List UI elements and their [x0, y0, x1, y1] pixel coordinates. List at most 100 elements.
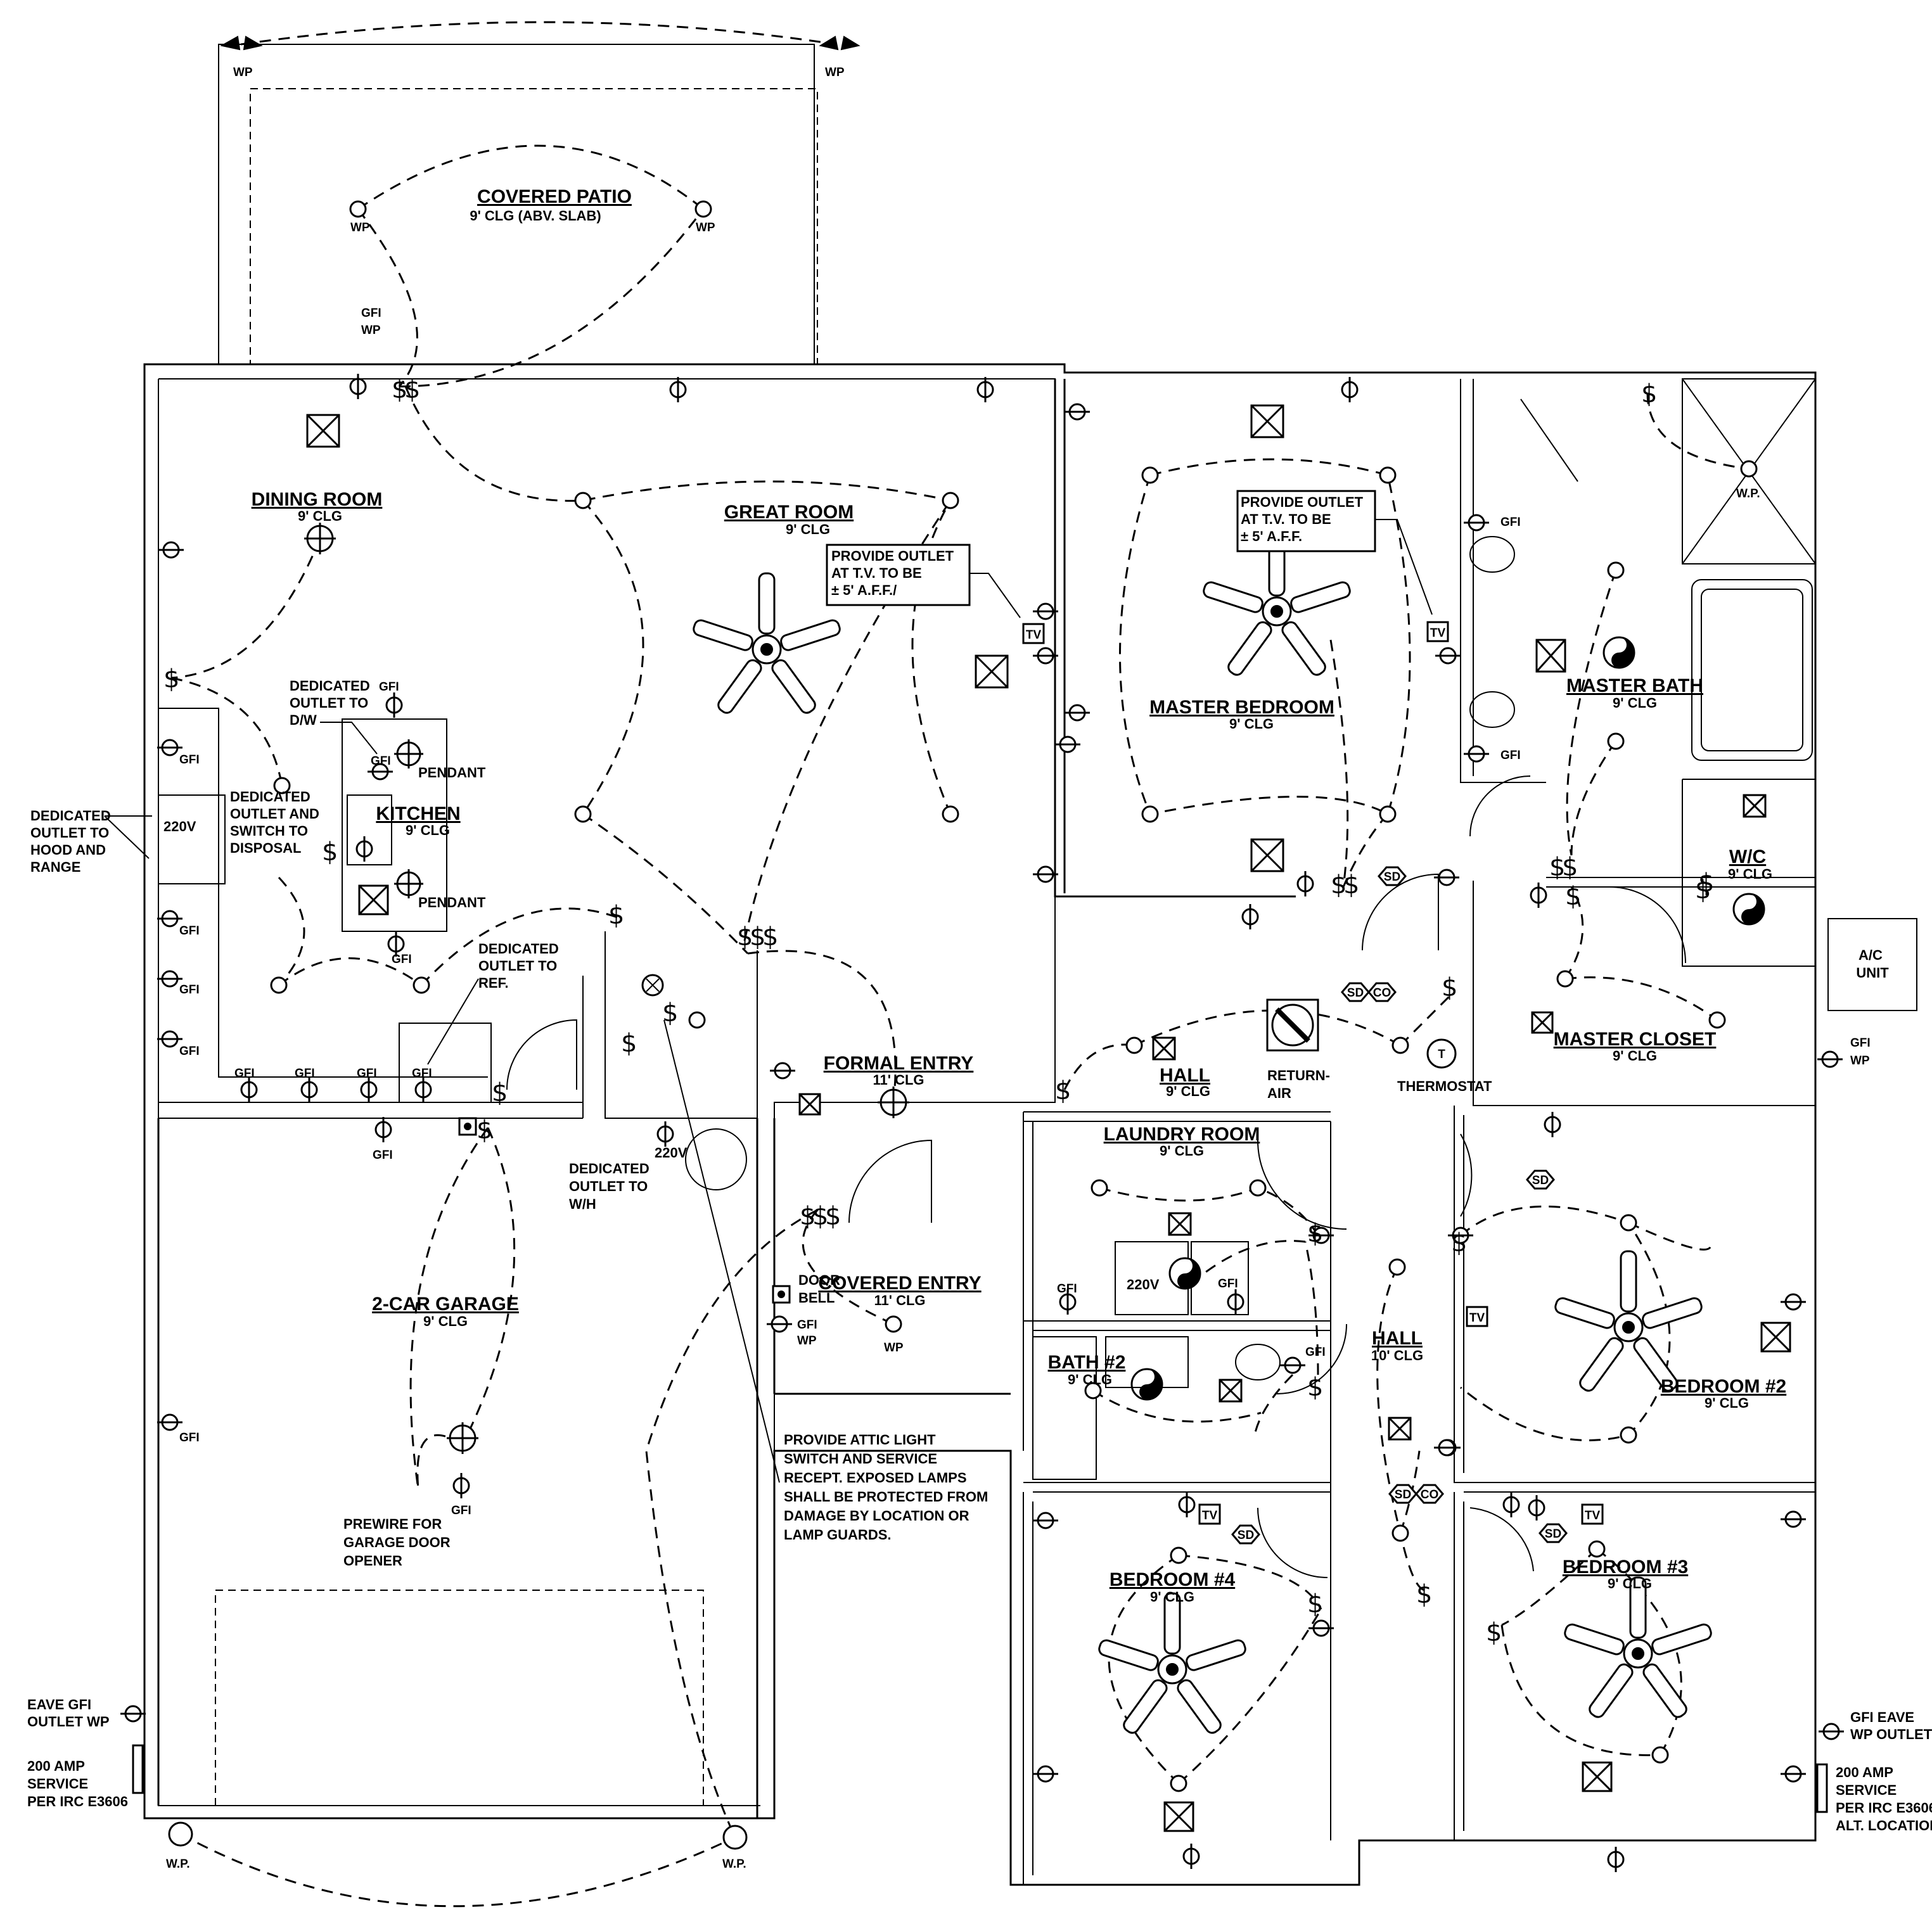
- room-name: HALL: [1372, 1328, 1423, 1349]
- receptacle-icon: [157, 1413, 182, 1431]
- switch-icon: $: [492, 1078, 508, 1107]
- room-clg: 9' CLG (ABV. SLAB): [470, 208, 601, 224]
- exhaust-fan-icon: [1250, 404, 1284, 438]
- switch-icon: $: [1307, 1219, 1323, 1248]
- circuit-great: [404, 386, 952, 955]
- receptacle-icon: [767, 1315, 792, 1333]
- note-dw: DEDICATED OUTLET TO D/W: [290, 678, 374, 728]
- receptacle-icon: [1781, 1510, 1806, 1528]
- wp-dot-tag: W.P.: [166, 1858, 190, 1871]
- switch-icon: $: [608, 901, 624, 930]
- switch-icon: $: [750, 922, 765, 952]
- note-hood: DEDICATED OUTLET TO HOOD AND RANGE: [30, 808, 115, 875]
- wp-dot-tag: W.P.: [722, 1858, 746, 1871]
- floodlight-icon: [819, 35, 860, 51]
- receptacle-icon: [1296, 871, 1314, 896]
- receptacle-icon: [1448, 1227, 1473, 1244]
- svg-text:SD: SD: [1384, 870, 1400, 884]
- light-icon: [574, 805, 592, 823]
- receptacle-icon: [158, 541, 184, 559]
- receptacle-icon: [1059, 1289, 1077, 1315]
- label-220v: 220V: [163, 819, 196, 834]
- note-attic: PROVIDE ATTIC LIGHT SWITCH AND SERVICE R…: [784, 1432, 992, 1543]
- fan-light-icon: [1603, 636, 1635, 669]
- exhaust-fan-icon: [1163, 1801, 1194, 1832]
- light-icon: [273, 777, 291, 794]
- exhaust-fan-icon: [1168, 1212, 1192, 1236]
- tub: [1691, 579, 1813, 761]
- ceiling-fan-icon: [693, 572, 841, 714]
- label-220v: 220V: [1127, 1277, 1160, 1292]
- note-eave-left: EAVE GFI OUTLET WP: [27, 1697, 110, 1730]
- receptacle-icon: [770, 1062, 795, 1080]
- fan-light-icon: [1168, 1257, 1201, 1290]
- ceiling-lights: [270, 200, 1726, 1792]
- gfi-tag: GFI: [373, 1149, 393, 1162]
- room-name: BEDROOM #3: [1563, 1557, 1688, 1578]
- service-panel-left: [132, 1744, 144, 1794]
- light-icon: [1091, 1179, 1108, 1197]
- switch-icon: $: [1442, 973, 1457, 1002]
- svg-text:SD: SD: [1545, 1527, 1561, 1541]
- receptacle-icon: [1530, 883, 1547, 908]
- receptacle-icon: [1227, 1289, 1244, 1315]
- exhaust-fan-icon: [1582, 1761, 1613, 1792]
- switch-icon: $: [404, 375, 420, 404]
- receptacle-icon: [387, 931, 405, 957]
- great-master-wall: [1054, 379, 1296, 898]
- exhaust-fan-icon: [306, 414, 340, 448]
- light-icon: [1141, 466, 1159, 484]
- svg-text:TV: TV: [1430, 627, 1446, 640]
- light-icon: [1379, 805, 1397, 823]
- fan-light-icon: [1130, 1368, 1163, 1401]
- receptacle-icon: [120, 1705, 146, 1723]
- light-icon: [942, 805, 959, 823]
- receptacle-icon: [1033, 602, 1058, 620]
- smoke-detector-icon: SD: [1378, 866, 1407, 886]
- surface-fixtures: [168, 460, 1758, 1850]
- receptacle-icon: [669, 377, 687, 402]
- note-tv-master: PROVIDE OUTLET AT T.V. TO BE ± 5' A.F.F.: [1241, 494, 1367, 544]
- receptacle-icon: [360, 1077, 378, 1102]
- receptacle-icon: [1055, 736, 1080, 753]
- switch-icon: $: [1055, 1076, 1071, 1106]
- room-clg: 9' CLG: [1728, 866, 1772, 882]
- wp-tag: WP: [797, 1334, 817, 1348]
- receptacle-icon: [1065, 704, 1090, 722]
- receptacle-icon: [1308, 1227, 1334, 1244]
- walls: [132, 44, 1917, 1886]
- circuit-patio-arc: [240, 21, 837, 46]
- svg-text:SD: SD: [1395, 1488, 1411, 1501]
- service-panel-right: [1816, 1763, 1828, 1813]
- svg-text:TV: TV: [1469, 1311, 1485, 1325]
- room-labels: COVERED PATIO 9' CLG (ABV. SLAB) DINING …: [252, 186, 1787, 1605]
- garage-door-dashed: [215, 1590, 704, 1806]
- circuit-bedroom2: [1460, 1205, 1712, 1441]
- exhaust-fan-icon: [1388, 1417, 1412, 1441]
- room-name: COVERED PATIO: [477, 186, 632, 207]
- sink-icon: [1469, 536, 1515, 573]
- switch-icon: $: [1451, 1228, 1467, 1258]
- room-name: LAUNDRY ROOM: [1104, 1124, 1260, 1145]
- switch-icon: $: [800, 1202, 816, 1231]
- circuit-front: [180, 1833, 736, 1908]
- light-icon: [1620, 1214, 1637, 1232]
- switch-icon: $: [1416, 1580, 1432, 1609]
- wp-tag: WP: [1850, 1054, 1870, 1068]
- kitchen-counters: [158, 708, 488, 1078]
- light-icon: [349, 200, 367, 218]
- gfi-tag: GFI: [412, 1067, 432, 1080]
- receptacle-icon: [157, 739, 182, 756]
- center-walls: [1023, 1111, 1331, 1493]
- switch-icon: $: [392, 375, 407, 404]
- tv-outlet: TV: [1466, 1306, 1488, 1327]
- room-name: BATH #2: [1048, 1352, 1126, 1373]
- refrigerator: [399, 1023, 492, 1103]
- receptacle-icon: [1033, 1765, 1058, 1783]
- receptacle-icon: [1065, 403, 1090, 421]
- receptacle-icon: [1434, 1439, 1459, 1457]
- light-icon: [1125, 1036, 1143, 1054]
- gfi-tag: GFI: [179, 924, 200, 938]
- switch-icon: $: [1549, 853, 1565, 882]
